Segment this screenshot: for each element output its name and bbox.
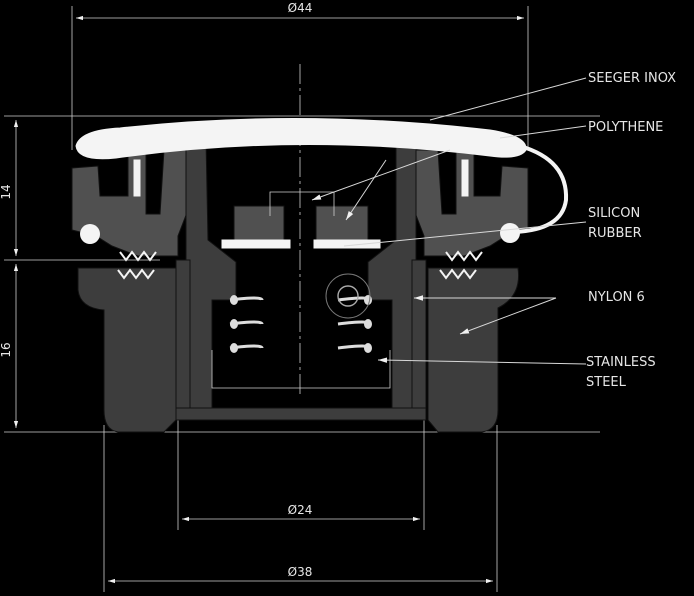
dim-inner-diameter: Ø24: [288, 503, 313, 517]
dimension-inner: [177, 420, 425, 530]
label-stainless-2: STEEL: [586, 375, 627, 390]
dim-bottom-diameter: Ø38: [288, 565, 313, 579]
leaders: [311, 77, 587, 365]
label-silicon-2: RUBBER: [588, 226, 642, 241]
dimension-top: [71, 6, 529, 150]
spring-left: [229, 295, 264, 353]
dimension-heights: [4, 115, 600, 433]
label-silicon-1: SILICON: [588, 206, 640, 221]
dim-lower-height: 16: [0, 342, 13, 357]
dimension-bottom: [103, 425, 498, 592]
dim-upper-height: 14: [0, 184, 13, 199]
label-stainless-1: STAINLESS: [586, 355, 656, 370]
label-seeger: SEEGER INOX: [588, 71, 676, 86]
label-polythene: POLYTHENE: [588, 120, 663, 135]
dim-top-diameter: Ø44: [288, 1, 313, 15]
assembly-section: [71, 64, 569, 433]
label-nylon: NYLON 6: [588, 290, 645, 305]
